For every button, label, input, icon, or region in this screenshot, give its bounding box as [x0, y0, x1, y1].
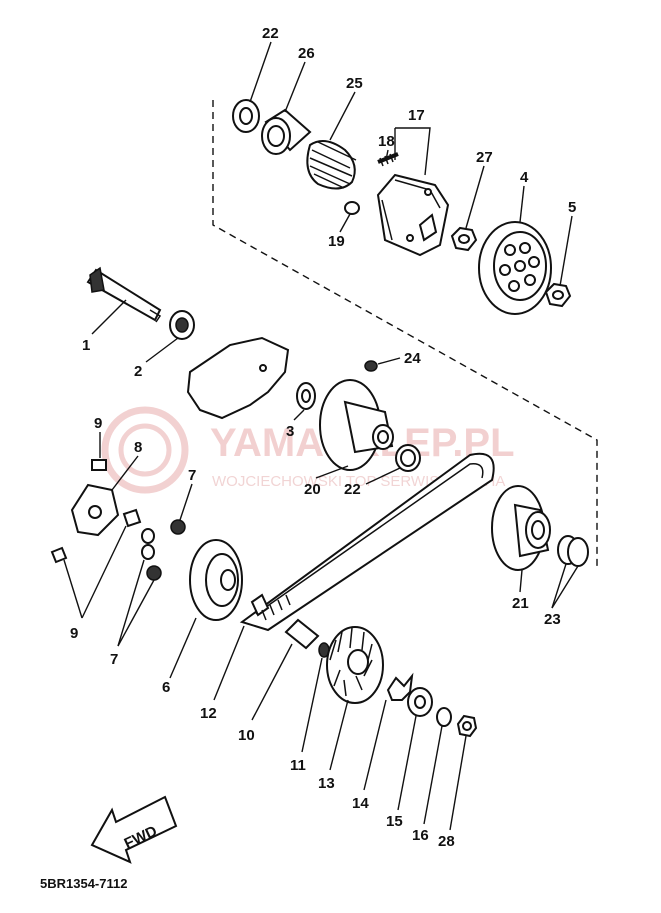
key-part-24	[364, 360, 378, 372]
assembly-outline	[212, 100, 598, 568]
callout-11: 11	[290, 757, 306, 774]
fwd-arrow-icon: FWD	[90, 795, 178, 864]
washer-part-22-top	[232, 99, 260, 133]
callout-14: 14	[352, 795, 369, 812]
callout-5: 5	[568, 199, 576, 216]
nut-part-28	[456, 714, 478, 738]
washer-part-19	[344, 201, 360, 215]
sliding-sheave-part-20	[319, 379, 394, 471]
callout-9-bottom: 9	[70, 625, 78, 642]
o-ring-part-23	[557, 535, 589, 567]
washer-part-16	[436, 707, 452, 727]
callout-18: 18	[378, 133, 395, 150]
callout-8: 8	[134, 439, 142, 456]
callout-22-bottom: 22	[344, 481, 361, 498]
collar-part-10	[284, 618, 320, 650]
callout-28: 28	[438, 833, 455, 850]
slider-part-9-right	[122, 508, 142, 528]
callout-26: 26	[298, 45, 315, 62]
callout-23: 23	[544, 611, 561, 628]
callout-19: 19	[328, 233, 345, 250]
weight-roller-part-7	[141, 519, 186, 581]
diagram-code: 5BR1354-7112	[40, 876, 127, 891]
callout-labels: 22 26 25 17 18 27 4 5 19 1 2 24 9 8 3 20…	[70, 25, 576, 850]
callout-3: 3	[286, 423, 294, 440]
callout-21: 21	[512, 595, 529, 612]
callout-9-top: 9	[94, 415, 102, 432]
washer-part-3	[296, 382, 316, 410]
callout-10: 10	[238, 727, 255, 744]
callout-4: 4	[520, 169, 529, 186]
v-belt-part-12	[239, 452, 495, 632]
bearing-part-2	[169, 310, 195, 340]
clutch-shoe-part-17	[376, 173, 450, 257]
gear-case-cover	[186, 336, 290, 420]
callout-7-top: 7	[188, 467, 196, 484]
callout-13: 13	[318, 775, 335, 792]
callout-7-bottom: 7	[110, 651, 118, 668]
callout-2: 2	[134, 363, 142, 380]
callout-12: 12	[200, 705, 217, 722]
shaft-part-1	[86, 266, 162, 323]
callout-15: 15	[386, 813, 403, 830]
oil-seal-part-22-bottom	[395, 444, 421, 472]
callout-20: 20	[304, 481, 321, 498]
fan-sheave-part-13	[326, 626, 384, 704]
callout-27: 27	[476, 149, 493, 166]
callout-1: 1	[82, 337, 90, 354]
secondary-sheave-part-21	[491, 485, 551, 571]
slider-part-9-top	[91, 459, 107, 471]
callout-6: 6	[162, 679, 170, 696]
callout-16: 16	[412, 827, 429, 844]
callout-22-top: 22	[262, 25, 279, 42]
spring-part-25	[306, 140, 357, 190]
callout-24: 24	[404, 350, 421, 367]
nut-part-5	[544, 282, 572, 308]
clutch-housing-part-4	[478, 221, 552, 315]
primary-sheave-part-6	[189, 539, 243, 621]
clamp-part-15	[407, 687, 433, 717]
spacer-part-14	[386, 672, 414, 701]
leader-lines	[63, 41, 579, 831]
callout-25: 25	[346, 75, 363, 92]
nut-part-27	[450, 226, 478, 252]
callout-17: 17	[408, 107, 425, 124]
collar-part-26	[261, 108, 312, 155]
slider-part-9-left	[50, 546, 68, 564]
cam-part-8	[70, 483, 120, 537]
